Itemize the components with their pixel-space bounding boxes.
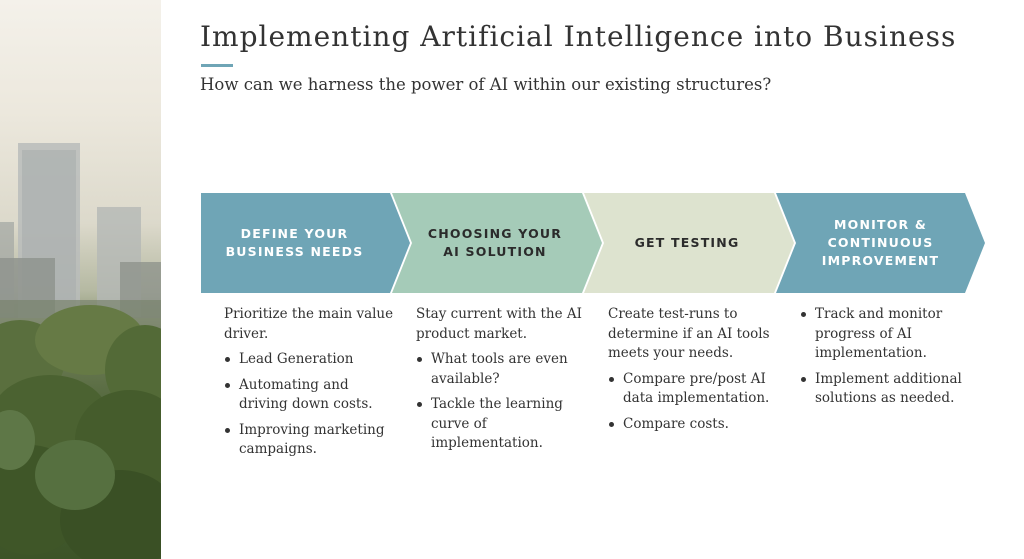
bullet-icon xyxy=(225,357,230,362)
bullet-icon xyxy=(417,357,422,362)
page-title: Implementing Artificial Intelligence int… xyxy=(200,20,957,53)
bullet-icon xyxy=(801,312,806,317)
page-subtitle: How can we harness the power of AI withi… xyxy=(200,75,772,94)
step-intro: Stay current with the AI product market. xyxy=(416,306,582,342)
step-details-define-needs: Prioritize the main value driver. Lead G… xyxy=(224,305,399,466)
step-intro: Prioritize the main value driver. xyxy=(224,306,394,342)
step-details-get-testing: Create test-runs to determine if an AI t… xyxy=(608,305,783,440)
list-item: Tackle the learning curve of implementat… xyxy=(416,395,591,454)
bullet-icon xyxy=(609,376,614,382)
list-item: Compare costs. xyxy=(608,415,783,435)
bullet-list: Lead Generation Automating and driving d… xyxy=(224,350,399,460)
list-item: What tools are even available? xyxy=(416,350,591,389)
step-label: CHOOSING YOUR AI SOLUTION xyxy=(427,225,563,259)
list-item: Improving marketing campaigns. xyxy=(224,421,399,460)
bullet-icon xyxy=(417,402,422,407)
step-label: GET TESTING xyxy=(634,234,740,250)
step-arrow-get-testing: GET TESTING xyxy=(584,193,794,293)
step-details-choose-solution: Stay current with the AI product market.… xyxy=(416,305,591,460)
list-item: Automating and driving down costs. xyxy=(224,376,399,415)
bullet-icon xyxy=(225,427,230,433)
step-arrow-choose-solution: CHOOSING YOUR AI SOLUTION xyxy=(392,193,602,293)
bullet-icon xyxy=(801,376,806,382)
step-arrow-monitor-improve: MONITOR & CONTINUOUS IMPROVEMENT xyxy=(776,193,985,293)
list-item: Lead Generation xyxy=(224,350,399,370)
bullet-list: Compare pre/post AI data implementation.… xyxy=(608,370,783,435)
step-intro: Create test-runs to determine if an AI t… xyxy=(608,306,770,361)
step-label: DEFINE YOUR BUSINESS NEEDS xyxy=(225,225,364,259)
city-skyline-icon xyxy=(0,143,161,559)
bullet-icon xyxy=(609,421,614,427)
step-arrow-define-needs: DEFINE YOUR BUSINESS NEEDS xyxy=(201,193,410,293)
title-underline xyxy=(201,64,233,67)
city-skyline-photo xyxy=(0,0,161,559)
list-item: Compare pre/post AI data implementation. xyxy=(608,370,783,409)
list-item: Implement additional solutions as needed… xyxy=(800,370,975,409)
step-label: MONITOR & CONTINUOUS IMPROVEMENT xyxy=(821,216,940,269)
bullet-list: Track and monitor progress of AI impleme… xyxy=(800,305,975,409)
bullet-icon xyxy=(225,382,230,388)
step-details-monitor-improve: Track and monitor progress of AI impleme… xyxy=(800,305,975,415)
bullet-list: What tools are even available? Tackle th… xyxy=(416,350,591,454)
list-item: Track and monitor progress of AI impleme… xyxy=(800,305,975,364)
